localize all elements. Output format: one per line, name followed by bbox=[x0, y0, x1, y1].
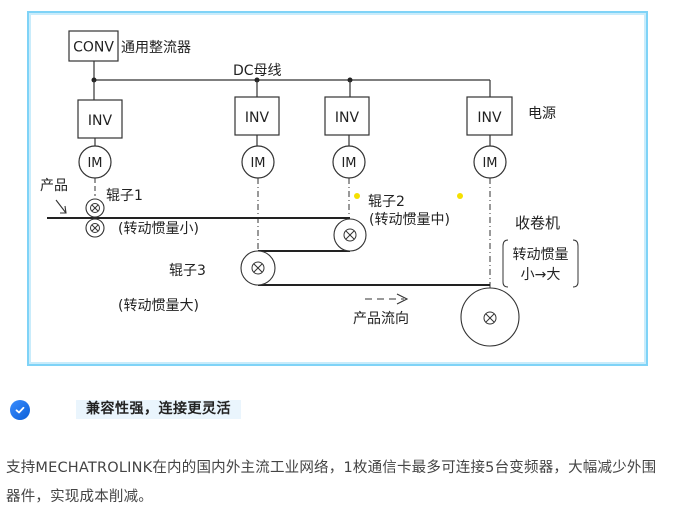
motor-4: IM bbox=[473, 145, 507, 179]
bracket-right bbox=[572, 239, 579, 288]
product-label: 产品 bbox=[40, 178, 68, 194]
marker-dot bbox=[457, 193, 463, 199]
roller3-label: 辊子3 bbox=[169, 263, 206, 279]
product-arrow-icon bbox=[55, 199, 67, 214]
roller1-label: 辊子1 bbox=[106, 188, 143, 204]
conv-box-label: CONV bbox=[73, 40, 114, 56]
feature-description: 支持MECHATROLINK在内的国内外主流工业网络，1枚通信卡最多可连接5台变… bbox=[6, 460, 657, 505]
inv-unit-1: INV bbox=[77, 99, 123, 139]
roller3-inertia: (转动惯量大) bbox=[118, 297, 199, 314]
conv-label: 通用整流器 bbox=[121, 40, 191, 56]
winder-inertia-line2: 小→大 bbox=[521, 267, 561, 283]
roller2-label: 辊子2 bbox=[368, 194, 405, 210]
motor-label: IM bbox=[482, 156, 497, 171]
winder-roll bbox=[460, 287, 520, 347]
flow-arrow-icon bbox=[365, 293, 409, 305]
system-diagram: CONV 通用整流器 DC母线 INV INV INV INV 电源 IM IM bbox=[40, 30, 579, 347]
feature-heading: 兼容性强，连接更灵活 bbox=[10, 400, 241, 420]
inv-label: INV bbox=[477, 110, 502, 126]
conv-box bbox=[68, 30, 119, 62]
feature-title: 兼容性强，连接更灵活 bbox=[76, 400, 241, 419]
motor-label: IM bbox=[87, 156, 102, 171]
flow-label: 产品流向 bbox=[353, 311, 409, 327]
roller-2 bbox=[333, 218, 367, 252]
inv-label: INV bbox=[245, 110, 270, 126]
motor-1: IM bbox=[78, 145, 112, 179]
roller-1 bbox=[85, 198, 105, 238]
dc-bus-label: DC母线 bbox=[233, 63, 282, 79]
bracket-left bbox=[502, 239, 509, 288]
roller-3 bbox=[240, 250, 276, 286]
check-circle-icon bbox=[10, 400, 30, 420]
motor-label: IM bbox=[341, 156, 356, 171]
inv-label: INV bbox=[335, 110, 360, 126]
roller1-inertia: (转动惯量小) bbox=[118, 220, 199, 237]
inv-unit-3: INV bbox=[324, 96, 370, 136]
diagram-frame bbox=[27, 11, 648, 366]
motor-3: IM bbox=[332, 145, 366, 179]
winder-label: 收卷机 bbox=[515, 214, 560, 232]
inv-unit-2: INV bbox=[234, 96, 280, 136]
marker-dot bbox=[354, 193, 360, 199]
power-label: 电源 bbox=[528, 106, 556, 122]
inv-label: INV bbox=[88, 113, 113, 129]
roller2-inertia: (转动惯量中) bbox=[369, 211, 450, 228]
motor-2: IM bbox=[241, 145, 275, 179]
motor-label: IM bbox=[250, 156, 265, 171]
inv-unit-4: INV bbox=[466, 96, 513, 136]
winder-inertia-line1: 转动惯量 bbox=[513, 246, 569, 263]
